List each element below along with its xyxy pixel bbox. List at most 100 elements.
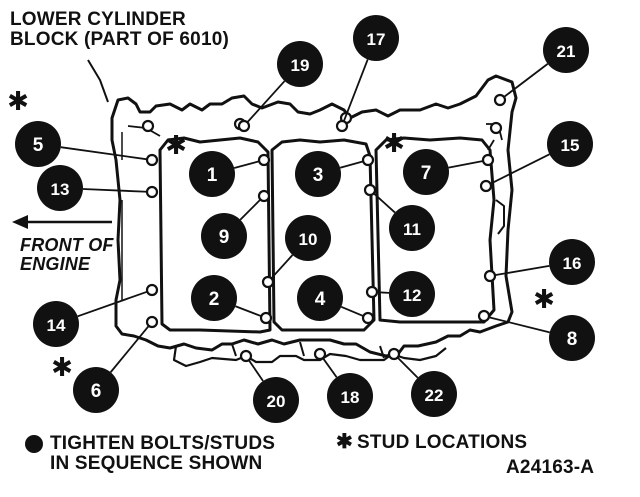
badge-number-12: 12 [403, 286, 422, 305]
badge-number-10: 10 [299, 230, 318, 249]
badge-disc [543, 27, 589, 73]
bolt-hole-12 [365, 285, 379, 299]
bolt-hole-22 [387, 347, 401, 361]
badge-disc [37, 165, 83, 211]
sequence-badge-22: 22 [411, 371, 457, 417]
badge-number-9: 9 [219, 227, 230, 248]
sequence-badge-2: 2 [191, 275, 237, 321]
sequence-badge-10: 10 [285, 215, 331, 261]
legend-sequence-text: TIGHTEN BOLTS/STUDS IN SEQUENCE SHOWN [50, 434, 275, 474]
badge-disc [389, 271, 435, 317]
front-arrow [12, 215, 112, 229]
badge-disc [253, 377, 299, 423]
badge-number-7: 7 [421, 163, 432, 184]
sequence-badge-11: 11 [389, 205, 435, 251]
block-title-line2: BLOCK (PART OF 6010) [10, 28, 230, 50]
legend-stud-label: STUD LOCATIONS [356, 432, 528, 453]
bolt-hole-15 [479, 179, 493, 193]
bolt-hole-21 [493, 93, 507, 107]
legend-stud-star-icon: ✱ [336, 431, 353, 453]
bolt-hole-13 [145, 185, 159, 199]
badge-number-13: 13 [51, 180, 70, 199]
bore-windows [158, 136, 505, 334]
badge-number-20: 20 [267, 392, 286, 411]
bolt-hole-17 [335, 119, 349, 133]
legend-sequence-line1: TIGHTEN BOLTS/STUDS [50, 433, 276, 454]
bolt-hole [489, 121, 503, 135]
bolt-hole-7 [481, 153, 495, 167]
legend-sequence-line2: IN SEQUENCE SHOWN [50, 452, 263, 474]
leader-line-18 [322, 357, 338, 378]
sequence-badge-5: 5 [15, 121, 61, 167]
stud-star-icon-1: ✱ [165, 131, 187, 161]
leader-line-10 [270, 254, 294, 279]
leader-line-6 [109, 325, 150, 373]
bolt-hole-16 [483, 269, 497, 283]
sequence-badge-21: 21 [543, 27, 589, 73]
leader-line-16 [494, 264, 550, 277]
leader-line-22 [396, 356, 419, 379]
sequence-badge-16: 16 [549, 239, 595, 285]
stud-star-icon-8: ✱ [533, 285, 555, 315]
badge-disc [547, 121, 593, 167]
leader-lines [60, 59, 550, 382]
badge-number-18: 18 [341, 388, 360, 407]
badge-number-11: 11 [403, 220, 421, 239]
leader-line-8 [488, 316, 550, 334]
badge-disc [33, 301, 79, 347]
badge-number-3: 3 [313, 165, 324, 186]
leader-line-2 [235, 305, 262, 318]
sequence-badge-18: 18 [327, 373, 373, 419]
badge-number-8: 8 [567, 329, 578, 350]
leader-line-21 [503, 63, 549, 98]
leader-line-14 [77, 290, 148, 318]
stud-star-icon-6: ✱ [51, 353, 73, 383]
block-title-label: LOWER CYLINDER BLOCK (PART OF 6010) [10, 10, 229, 50]
bolt-holes [141, 93, 507, 363]
bolt-hole-1 [257, 153, 271, 167]
block-title-line1: LOWER CYLINDER [10, 9, 186, 30]
leader-line-7 [448, 160, 484, 169]
badge-disc [297, 275, 343, 321]
legend-sequence-dot [25, 435, 43, 453]
leader-line-4 [340, 306, 364, 317]
sequence-badge-15: 15 [547, 121, 593, 167]
stud-markers: ✱✱✱✱✱ [7, 87, 555, 383]
bolt-hole-3 [361, 153, 375, 167]
front-of-engine-label: FRONT OF ENGINE [20, 236, 114, 274]
bolt-hole-6 [145, 315, 159, 329]
badge-disc [201, 213, 247, 259]
badge-disc [295, 151, 341, 197]
badge-number-2: 2 [209, 289, 220, 310]
badge-disc [191, 275, 237, 321]
badge-disc [353, 15, 399, 61]
badge-number-4: 4 [315, 289, 326, 310]
badge-disc [277, 41, 323, 87]
badge-disc [285, 215, 331, 261]
bolt-hole-4 [361, 311, 375, 325]
bolt-hole [141, 119, 155, 133]
badge-disc [549, 239, 595, 285]
bolt-hole-5 [145, 153, 159, 167]
front-of-engine-line2: ENGINE [20, 253, 91, 274]
bolt-hole-18 [313, 347, 327, 361]
badge-number-1: 1 [207, 165, 218, 186]
block-leader-line [87, 59, 109, 103]
legend-stud-text: ✱STUD LOCATIONS [336, 432, 527, 453]
stud-star-icon-7: ✱ [383, 129, 405, 159]
sequence-badge-12: 12 [389, 271, 435, 317]
leader-line-17 [342, 59, 369, 122]
leader-line-1 [233, 160, 260, 169]
sequence-badge-17: 17 [353, 15, 399, 61]
sequence-badge-4: 4 [297, 275, 343, 321]
sequence-badge-6: 6 [73, 367, 119, 413]
bolt-hole-10 [261, 275, 275, 289]
badge-number-6: 6 [91, 381, 102, 402]
sequence-badge-13: 13 [37, 165, 83, 211]
sequence-badge-7: 7 [403, 149, 449, 195]
sequence-badge-8: 8 [549, 315, 595, 361]
badge-disc [389, 205, 435, 251]
